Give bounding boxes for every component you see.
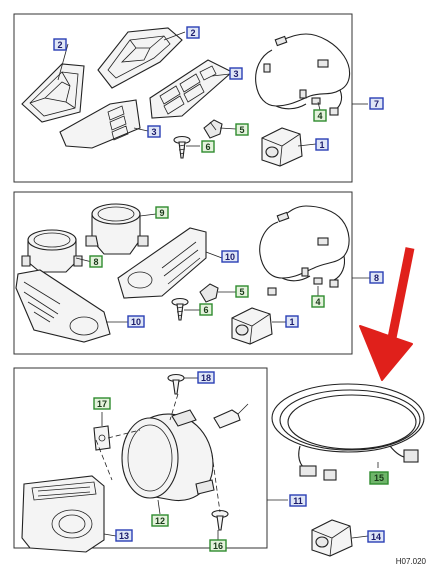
svg-text:10: 10 (131, 317, 141, 327)
svg-text:8: 8 (374, 273, 379, 283)
svg-text:8: 8 (93, 257, 98, 267)
screw-middle (171, 297, 189, 321)
callout-4-harness-clip: 4 (313, 109, 327, 122)
svg-text:10: 10 (225, 252, 235, 262)
callout-6-screw: 6 (201, 140, 215, 153)
clip-middle (199, 283, 219, 303)
grille-panel-upper (149, 59, 233, 119)
clip-top (203, 119, 223, 139)
callout-13-bezel: 13 (115, 529, 133, 542)
switch-middle (231, 307, 273, 345)
callout-3-grille-lower: 3 (147, 125, 161, 138)
callout-6-screw-middle: 6 (199, 303, 213, 316)
callout-5-clip-middle: 5 (235, 285, 249, 298)
callout-9-housing: 9 (155, 206, 169, 219)
svg-text:5: 5 (239, 125, 244, 135)
fog-lamp-bezel-left (21, 63, 85, 123)
callout-16-screw: 16 (209, 539, 227, 552)
grille-with-fog-hole-left (15, 269, 111, 343)
drawing-code: H07.020 (396, 557, 427, 566)
callout-11-kit: 11 (289, 494, 307, 507)
svg-text:12: 12 (155, 516, 165, 526)
svg-text:2: 2 (57, 40, 62, 50)
callout-5-clip: 5 (235, 123, 249, 136)
grille-panel-lower (59, 99, 141, 149)
switch-top (261, 127, 303, 167)
svg-text:16: 16 (213, 541, 223, 551)
callout-14-switch: 14 (367, 530, 385, 543)
bracket (93, 425, 111, 451)
callout-10-grille-right: 10 (221, 250, 239, 263)
callout-3-grille-upper: 3 (229, 67, 243, 80)
svg-text:18: 18 (201, 373, 211, 383)
svg-text:4: 4 (317, 111, 322, 121)
callout-15-harness: 15 (369, 471, 389, 485)
svg-text:13: 13 (119, 531, 129, 541)
callout-4-harness-middle: 4 (311, 295, 325, 308)
callout-8-kit: 8 (369, 271, 384, 284)
callout-1-switch-middle: 1 (285, 315, 299, 328)
switch-bottom (311, 519, 353, 557)
svg-text:15: 15 (374, 473, 384, 483)
svg-text:3: 3 (151, 127, 156, 137)
wiring-harness-coil (271, 383, 425, 481)
red-arrow (359, 247, 415, 381)
callout-7-kit: 7 (369, 97, 384, 110)
grille-with-fog-hole-right (117, 227, 207, 299)
svg-text:11: 11 (293, 496, 303, 506)
svg-text:5: 5 (239, 287, 244, 297)
callout-18-screw: 18 (197, 371, 215, 384)
svg-text:1: 1 (289, 317, 294, 327)
svg-text:2: 2 (190, 28, 195, 38)
svg-text:14: 14 (371, 532, 381, 542)
callout-2-bezel-left: 2 (53, 38, 67, 51)
callout-2-bezel-right: 2 (186, 26, 200, 39)
svg-text:3: 3 (233, 69, 238, 79)
svg-text:6: 6 (205, 142, 210, 152)
svg-text:1: 1 (319, 140, 324, 150)
lamp-housing-small (21, 229, 83, 273)
fog-lamp-bezel-right (97, 27, 183, 89)
callout-12-fog-lamp: 12 (151, 514, 169, 527)
svg-text:17: 17 (97, 399, 107, 409)
svg-text:4: 4 (315, 297, 320, 307)
svg-text:9: 9 (159, 208, 164, 218)
fog-lamp (121, 403, 249, 502)
screw-top (173, 135, 191, 159)
wiring-harness-middle (259, 205, 350, 296)
lamp-housing-large (85, 203, 149, 255)
callout-17-bracket: 17 (93, 397, 111, 410)
svg-text:7: 7 (374, 99, 379, 109)
callout-8-housing: 8 (89, 255, 103, 268)
fog-lamp-bezel (21, 475, 105, 553)
callout-10-grille-left: 10 (127, 315, 145, 328)
callout-1-switch: 1 (315, 138, 329, 151)
svg-text:6: 6 (203, 305, 208, 315)
wiring-harness-top (255, 33, 351, 116)
